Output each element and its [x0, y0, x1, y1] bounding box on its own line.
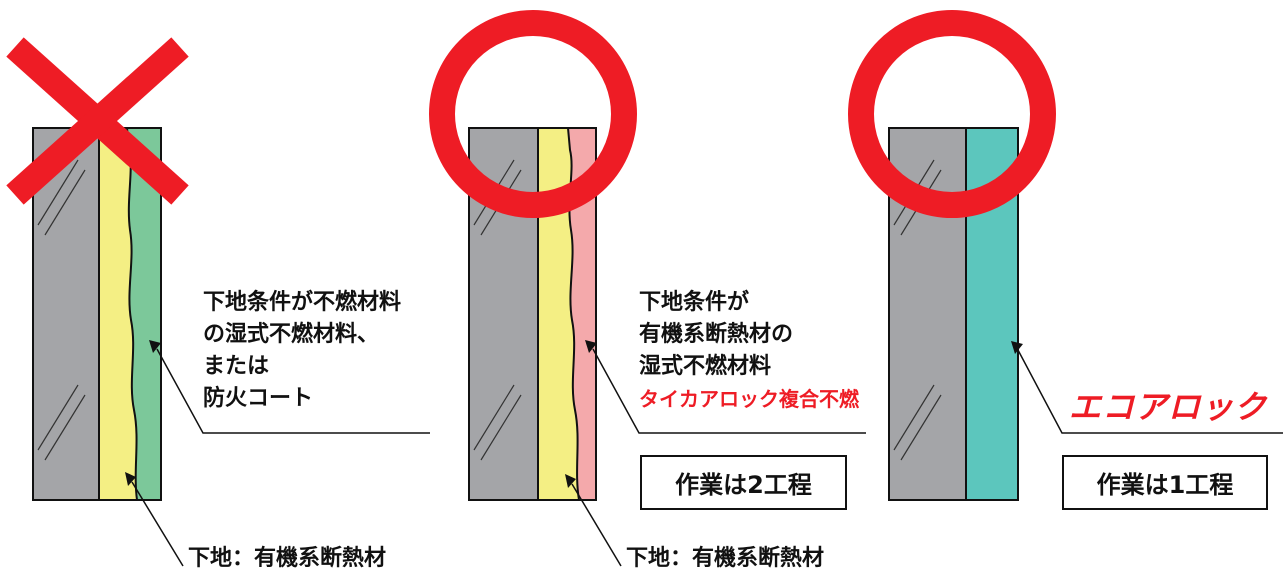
- middle-condition-label: 下地条件が 有機系断熱材の 湿式不燃材料 タイカアロック複合不燃: [639, 287, 859, 415]
- middle-condition-line-1: 下地条件が: [639, 290, 750, 315]
- left-label-arrowhead: [149, 340, 161, 353]
- right-label-arrowhead: [1011, 341, 1023, 354]
- left-wall-section: [6, 37, 430, 567]
- middle-label-leader: [592, 348, 866, 434]
- left-cross-mark: [6, 37, 189, 205]
- right-circle-mark: [848, 10, 1056, 218]
- left-condition-line-4: 防火コート: [203, 386, 314, 411]
- left-substrate-leader: [131, 481, 184, 567]
- left-substrate-label: 下地：有機系断熱材: [188, 546, 387, 571]
- ecoarock-brand-label: エコアロック: [1069, 388, 1268, 426]
- left-condition-line-2: の湿式不燃材料、: [203, 322, 380, 347]
- left-substrate-arrowhead: [125, 472, 136, 486]
- right-label-leader: [1017, 349, 1283, 434]
- middle-product-label: タイカアロック複合不燃: [639, 387, 859, 411]
- left-green-coat: [125, 127, 162, 501]
- middle-circle-mark: [429, 10, 637, 218]
- middle-substrate-leader: [571, 483, 622, 567]
- left-glass-hatch: [37, 159, 86, 461]
- right-process-box: 作業は1工程: [1062, 455, 1268, 510]
- middle-substrate-arrowhead: [565, 474, 576, 488]
- right-wall-section: [848, 10, 1283, 501]
- left-condition-label: 下地条件が不燃材料 の湿式不燃材料、 または 防火コート: [203, 287, 401, 415]
- left-gray-substrate: [32, 127, 100, 501]
- middle-condition-line-3: 湿式不燃材料: [639, 354, 772, 379]
- left-condition-line-3: または: [203, 354, 270, 379]
- left-condition-line-1: 下地条件が不燃材料: [203, 290, 402, 315]
- middle-label-arrowhead: [585, 340, 597, 353]
- middle-process-box: 作業は2工程: [640, 455, 847, 510]
- middle-substrate-label: 下地：有機系断熱材: [626, 546, 825, 571]
- middle-condition-line-2: 有機系断熱材の: [639, 322, 794, 347]
- left-label-leader: [156, 348, 430, 434]
- middle-wall-section: [429, 10, 866, 567]
